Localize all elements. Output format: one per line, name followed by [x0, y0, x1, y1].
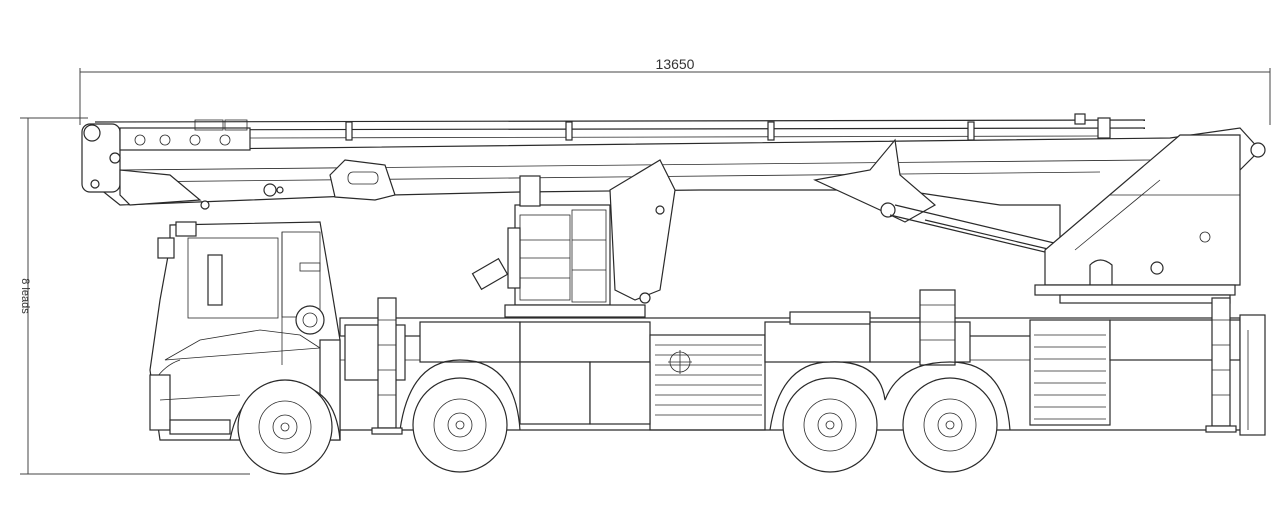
rescue-basket [471, 159, 676, 318]
front-wheel [237, 379, 333, 475]
height-dimension-label: 8 leads [19, 278, 31, 314]
ladder-brackets [345, 113, 1111, 141]
turntable-support [1034, 134, 1266, 304]
height-dimension: 8 leads [19, 117, 250, 475]
roller-shutter-left [655, 344, 762, 416]
length-dimension-label: 13650 [656, 56, 695, 72]
third-axle-wheel [782, 377, 878, 473]
boom-head [81, 119, 284, 210]
rear-axle-wheel [902, 377, 998, 473]
roller-shutter-right [1034, 334, 1106, 420]
outrigger-rear [1205, 297, 1237, 433]
length-dimension: 13650 [79, 56, 1271, 125]
second-axle-wheel [412, 377, 508, 473]
outrigger-front [371, 297, 403, 435]
boom-lift-cylinder [813, 138, 1076, 259]
boom-link-plate [329, 159, 396, 201]
aerial-boom [81, 113, 1266, 304]
